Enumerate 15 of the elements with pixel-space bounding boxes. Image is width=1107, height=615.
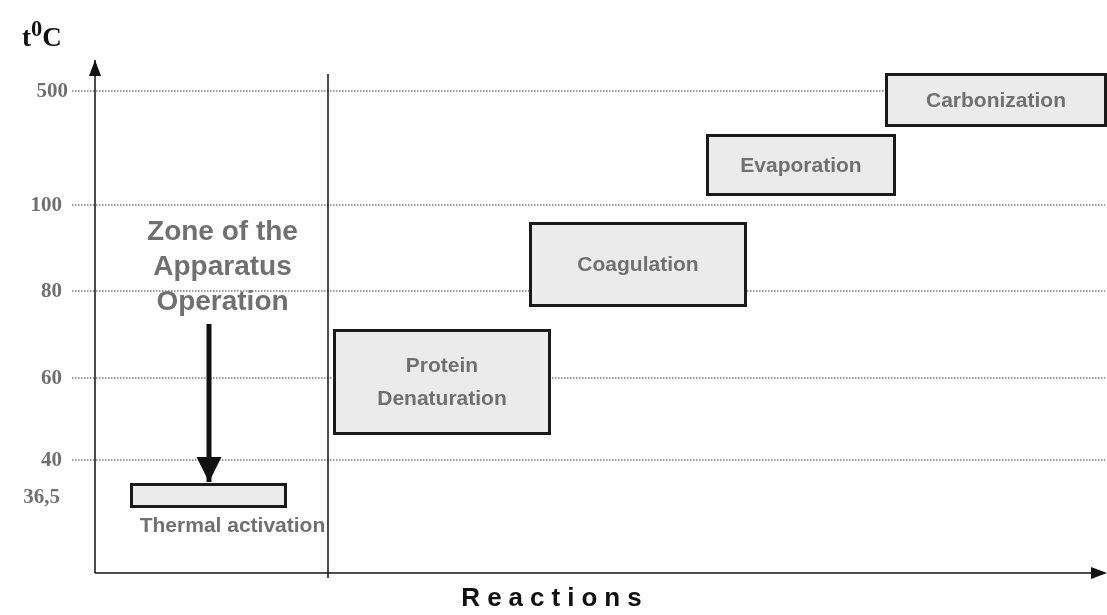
zone-label: Zone of the Apparatus Operation [120,213,325,318]
tick-label: 36,5 [22,484,60,509]
range-box: Protein Denaturation [333,329,551,435]
tick-label: 500 [35,78,68,103]
range-box: Carbonization [885,73,1107,127]
tick-label: 40 [40,447,62,472]
axis-unit: t$^{0}$C [22,16,62,53]
arrow [196,324,222,482]
tick-label: 60 [40,365,62,390]
axis-title: Reactions [460,582,650,613]
bar-caption: Thermal activation [138,512,327,538]
range-box: Evaporation [706,134,896,196]
tick-label: 80 [40,278,62,303]
range-box: Coagulation [529,222,747,307]
tick-label: 100 [29,192,62,217]
